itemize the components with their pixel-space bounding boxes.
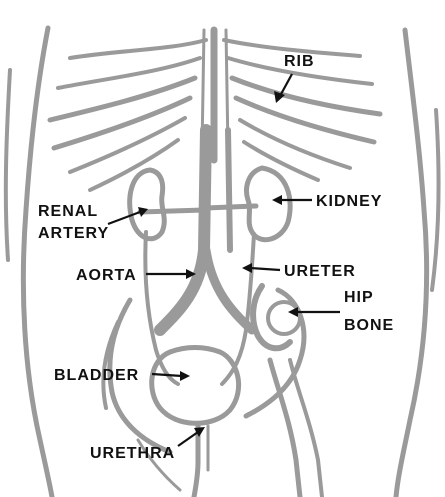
aorta-label: AORTA (76, 267, 137, 284)
ureter-label: URETER (284, 263, 356, 280)
bladder (152, 348, 239, 424)
kidney-arrow-head (272, 195, 282, 205)
rib-cage (50, 30, 380, 190)
hip-bone-arrow-head (288, 307, 298, 317)
urethra (194, 426, 208, 497)
urethra-label: URETHRA (90, 445, 175, 462)
label-group-urethra: URETHRA (90, 427, 205, 462)
body-outline (6, 28, 439, 497)
urethra-arrow-line (178, 432, 198, 446)
anatomy-illustration (6, 28, 439, 497)
bladder-arrow-line (152, 374, 182, 376)
hip-bone-label-line2: BONE (344, 317, 394, 334)
hip-bone-label-line1: HIP (344, 289, 374, 306)
pelvis (103, 286, 322, 497)
ureter-arrow-line (250, 268, 280, 270)
rib-label: RIB (284, 53, 315, 70)
renal-artery-label-line1: RENAL (38, 203, 98, 220)
bladder-label: BLADDER (54, 367, 139, 384)
aorta-vessels (140, 130, 256, 330)
label-group-aorta: AORTA (76, 267, 196, 284)
renal-artery-label-line2: ARTERY (38, 225, 109, 242)
rib-arrow-line (280, 74, 292, 96)
label-group-ureter: URETER (242, 263, 356, 280)
kidney-label: KIDNEY (316, 193, 382, 210)
label-group-bladder: BLADDER (54, 367, 190, 384)
bladder-arrow-head (180, 371, 190, 381)
ureter-arrow-head (242, 263, 252, 273)
